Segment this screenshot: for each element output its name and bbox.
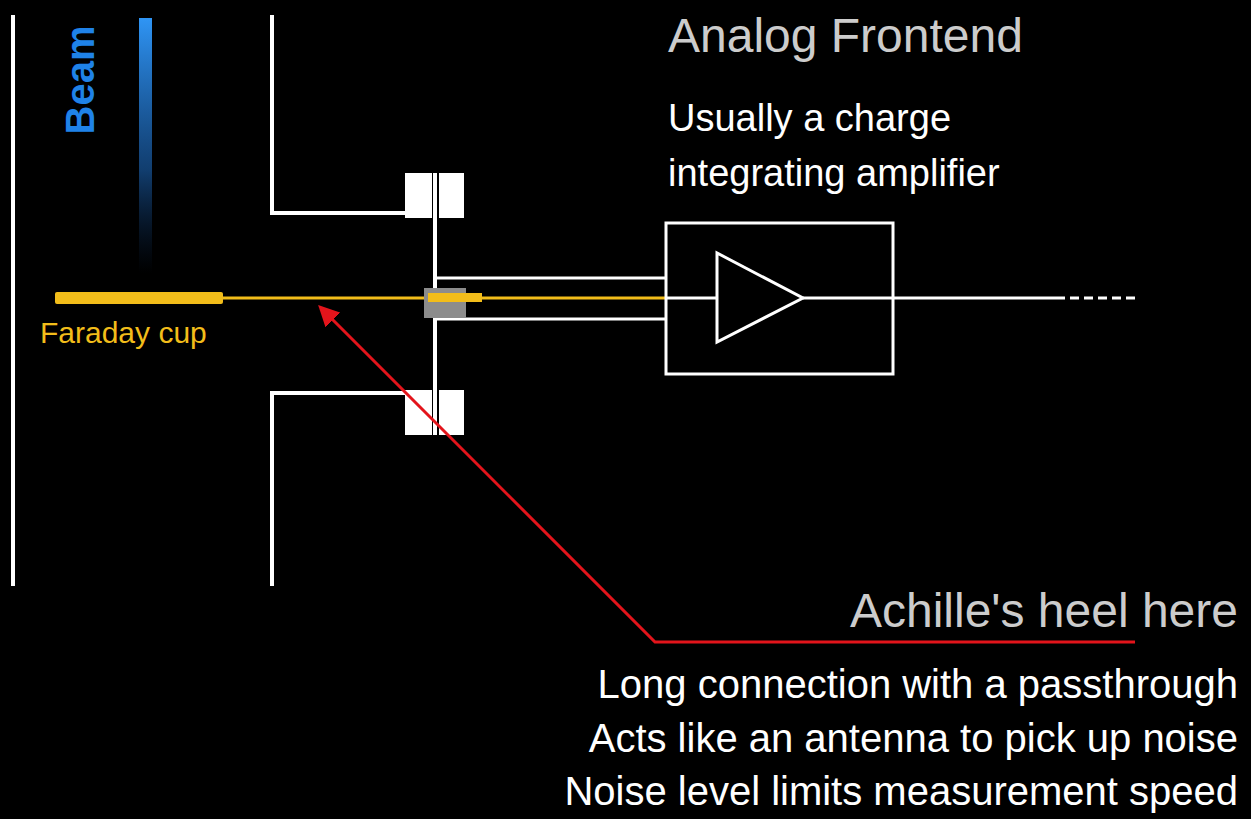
part-label: Faraday cup <box>40 316 207 351</box>
chamber-wall <box>11 15 15 586</box>
flange <box>439 173 464 218</box>
passthrough <box>424 288 466 318</box>
beam-label: Beam <box>57 26 103 135</box>
description-text: Usually a charge integrating amplifier <box>668 91 1108 201</box>
cable-shield <box>437 318 666 321</box>
callout-title: Achille's heel here <box>850 583 1238 638</box>
passthrough-pin <box>428 293 482 302</box>
cable-shield <box>437 277 666 280</box>
amp-input <box>666 297 717 300</box>
flange <box>405 173 432 218</box>
output-line <box>803 297 1065 300</box>
port-wall <box>272 393 405 586</box>
beam <box>139 18 152 273</box>
section-title: Analog Frontend <box>668 8 1023 63</box>
note-text: Acts like an antenna to pick up noise <box>589 715 1238 761</box>
port-wall <box>272 15 405 213</box>
note-text: Long connection with a passthrough <box>598 661 1238 707</box>
faraday-cup <box>55 292 223 304</box>
note-text: Noise level limits measurement speed <box>564 768 1238 814</box>
amplifier-symbol <box>717 253 803 342</box>
output-continuation <box>1070 297 1140 300</box>
